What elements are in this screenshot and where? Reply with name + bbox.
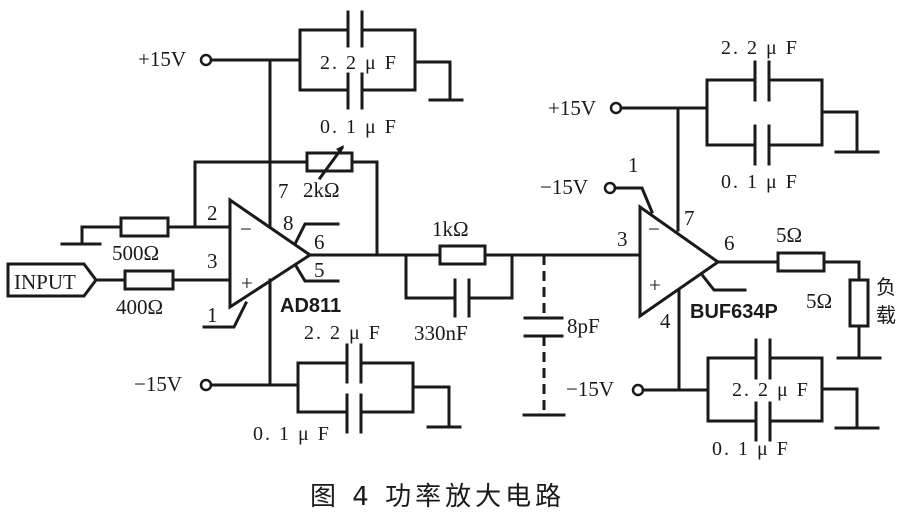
pin-label: 6	[314, 230, 325, 254]
resistor-500-icon	[119, 216, 170, 238]
r-ground-label: 500Ω	[112, 241, 159, 265]
c-series-label: 330nF	[414, 321, 468, 345]
amp1-ground-resistor: 500Ω	[60, 216, 232, 265]
amp2-output: 5Ω 5Ω 负 载	[716, 223, 896, 360]
ground-icon	[820, 110, 880, 154]
potentiometer-2k-icon	[305, 151, 354, 173]
capacitor-0u1-icon	[345, 393, 363, 434]
cap-label: 0. 1 μ F	[320, 116, 398, 138]
cap-label: 2. 2 μ F	[732, 379, 810, 401]
pin-label: 1	[207, 303, 218, 327]
amp2-neg-supply-label: −15V	[566, 377, 614, 401]
load-resistor-icon	[848, 278, 870, 328]
pin-label: 5	[314, 258, 325, 282]
amp1-positive-supply: +15V	[138, 47, 302, 234]
cap-label: 2. 2 μ F	[721, 37, 799, 59]
pin-label: 6	[724, 231, 735, 255]
load-label-1: 负	[876, 275, 896, 299]
ground-icon	[411, 385, 462, 429]
capacitor-0u1-icon	[346, 72, 364, 110]
capacitor-0u1-icon	[754, 401, 772, 442]
r-out-label: 5Ω	[776, 223, 802, 247]
amp2-negative-supply: −15V 2. 2 μ F 0. 1 μ F	[566, 288, 880, 460]
amp2-pin1-supply-label: −15V	[540, 175, 588, 199]
resistor-5-icon	[776, 251, 826, 273]
capacitor-330n-icon	[453, 278, 471, 318]
amp1-feedback: 2kΩ	[193, 145, 379, 254]
ground-icon	[820, 387, 880, 430]
capacitor-0u1-icon	[753, 124, 771, 166]
amp1-name: AD811	[280, 295, 341, 317]
r-input-label: 400Ω	[116, 295, 163, 319]
input-label: INPUT	[14, 270, 76, 294]
pin-label: 1	[628, 153, 639, 177]
cap-label: 2. 2 μ F	[304, 322, 382, 344]
ground-icon	[413, 60, 464, 102]
capacitor-2u2-icon	[346, 10, 364, 48]
noninv-sign: +	[241, 271, 253, 295]
inv-sign: −	[648, 217, 660, 241]
resistor-1k-icon	[438, 244, 487, 266]
r-load-label: 5Ω	[806, 289, 832, 313]
cap-label: 2. 2 μ F	[320, 52, 398, 74]
inv-sign: −	[240, 217, 252, 241]
amp2-name: BUF634P	[690, 301, 778, 323]
input-node[interactable]: INPUT 400Ω	[6, 262, 232, 319]
cap-label: 0. 1 μ F	[721, 171, 799, 193]
cap-label: 0. 1 μ F	[253, 423, 331, 445]
amp2-buf634p: − + 3 7 6 4 1 BUF634P −15V	[540, 153, 778, 333]
figure-caption: 图 4 功率放大电路	[310, 482, 565, 512]
r-series-label: 1kΩ	[432, 217, 469, 241]
amp2-pos-supply-label: +15V	[548, 96, 596, 120]
ground-icon	[836, 324, 882, 360]
pin-label: 7	[278, 179, 289, 203]
pin-label: 3	[207, 249, 218, 273]
amp1-neg-supply-label: −15V	[134, 372, 182, 396]
capacitor-8p-icon	[523, 316, 564, 338]
resistor-400-icon	[123, 269, 175, 291]
pin-label: 4	[660, 309, 671, 333]
interstage-network: 1kΩ 330nF 8pF	[308, 217, 642, 417]
pin-label: 8	[283, 211, 294, 235]
noninv-sign: +	[649, 273, 661, 297]
capacitor-2u2-icon	[754, 338, 772, 380]
pin-label: 3	[617, 227, 628, 251]
amp1-ad811: − + 2 3 1 7 8 6 5 AD811	[202, 179, 341, 329]
load-label-2: 载	[876, 303, 896, 327]
c-parasitic-label: 8pF	[567, 314, 600, 338]
pin-label: 7	[684, 206, 695, 230]
amp1-negative-supply: −15V 2. 2 μ F 0. 1 μ F	[134, 278, 462, 445]
capacitor-2u2-icon	[753, 60, 771, 102]
amp1-pos-supply-label: +15V	[138, 47, 186, 71]
capacitor-2u2-icon	[345, 343, 363, 384]
amp2-positive-supply: +15V 2. 2 μ F 0. 1 μ F	[548, 37, 880, 232]
cap-label: 0. 1 μ F	[712, 438, 790, 460]
r-feedback-label: 2kΩ	[303, 178, 340, 202]
amp1-pos-decoupling: 2. 2 μ F 0. 1 μ F	[298, 10, 464, 138]
pin-label: 2	[207, 201, 218, 225]
input-port-icon[interactable]	[6, 262, 98, 298]
